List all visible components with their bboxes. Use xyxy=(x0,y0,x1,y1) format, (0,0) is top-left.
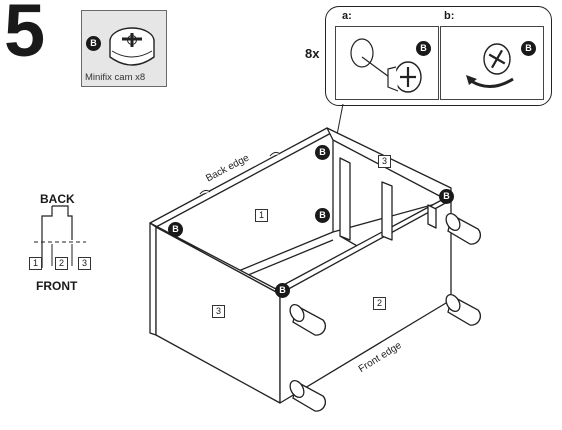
back-edge-label: Back edge xyxy=(204,152,252,185)
substep-a-label: a: xyxy=(342,10,352,22)
part-caption: Minifix cam x8 xyxy=(85,72,146,83)
cabinet-panel-front: 2 xyxy=(373,297,386,310)
orientation-panel-1: 1 xyxy=(29,257,42,270)
orientation-panel-3: 3 xyxy=(78,257,91,270)
substep-a-badge: B xyxy=(416,41,431,56)
cam-badge-5: B xyxy=(275,283,290,298)
cam-badge-4: B xyxy=(168,222,183,237)
cam-badge-1: B xyxy=(315,145,330,160)
cabinet-panel-inner: 1 xyxy=(255,209,268,222)
orientation-panel-2: 2 xyxy=(55,257,68,270)
cabinet-panel-end: 3 xyxy=(212,305,225,318)
substep-b-badge: B xyxy=(521,41,536,56)
substep-b-label: b: xyxy=(444,10,455,22)
part-badge: B xyxy=(86,36,101,51)
quantity-label: 8x xyxy=(305,46,320,61)
cabinet-panel-side: 3 xyxy=(378,155,391,168)
orientation-front-label: FRONT xyxy=(36,279,78,293)
front-edge-label: Front edge xyxy=(356,340,404,375)
rotate-cam-icon xyxy=(466,43,514,88)
minifix-cam-icon xyxy=(109,27,155,66)
orientation-back-label: BACK xyxy=(40,192,75,206)
cam-badge-2: B xyxy=(439,189,454,204)
cam-insert-icon xyxy=(350,38,422,93)
cam-badge-3: B xyxy=(315,208,330,223)
step-number: 5 xyxy=(4,0,46,72)
substep-a-panel: B xyxy=(335,26,439,100)
substep-b-panel: B xyxy=(440,26,544,100)
detail-callout: a: b: B B xyxy=(325,6,552,106)
part-box: B Minifix cam x8 xyxy=(81,10,167,87)
